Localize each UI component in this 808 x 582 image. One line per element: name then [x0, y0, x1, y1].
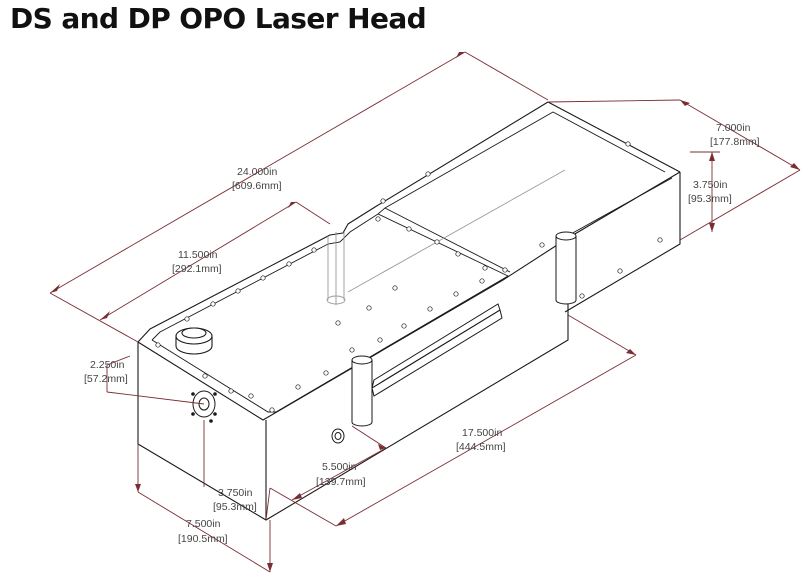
dim-depth-right-mm: [177.8mm] [710, 136, 760, 148]
lid-screws [155, 141, 663, 413]
dim-height-front-mm: [95.3mm] [213, 501, 257, 513]
dim-overall-length-mm: [609.6mm] [232, 180, 282, 192]
dim-side-length-inches: 17.500in [462, 427, 502, 439]
dim-port-height-inches: 2.250in [90, 359, 125, 371]
dim-depth-front-mm: [190.5mm] [178, 533, 228, 545]
dim-height-right-mm: [95.3mm] [688, 193, 732, 205]
dim-overall-length-inches: 24.000in [237, 166, 277, 178]
dim-side-length-mm: [444.5mm] [456, 441, 506, 453]
dim-port-height-mm: [57.2mm] [84, 373, 128, 385]
dim-depth-front-inches: 7.500in [186, 518, 221, 530]
front-posts [351, 231, 577, 427]
side-window [371, 303, 503, 397]
hidden-beam-tube [326, 169, 566, 305]
dim-section-length-mm: [292.1mm] [172, 263, 222, 275]
dimension-arrows [50, 52, 800, 572]
page-title: DS and DP OPO Laser Head [10, 2, 427, 35]
lid-plates [151, 111, 673, 413]
dim-section-length-inches: 11.500in [178, 249, 218, 261]
dim-depth-right-inches: 7.000in [716, 122, 751, 134]
dim-height-right-inches: 3.750in [693, 179, 728, 191]
dim-port-offset-mm: [139.7mm] [316, 476, 366, 488]
lid-cap [175, 327, 213, 355]
housing-outline [137, 101, 681, 521]
dimension-lines [49, 51, 801, 573]
dim-height-front-inches: 3.750in [218, 487, 253, 499]
dim-port-offset-inches: 5.500in [322, 461, 357, 473]
dimension-labels: 24.000in [609.6mm] 11.500in [292.1mm] 7.… [84, 122, 760, 545]
